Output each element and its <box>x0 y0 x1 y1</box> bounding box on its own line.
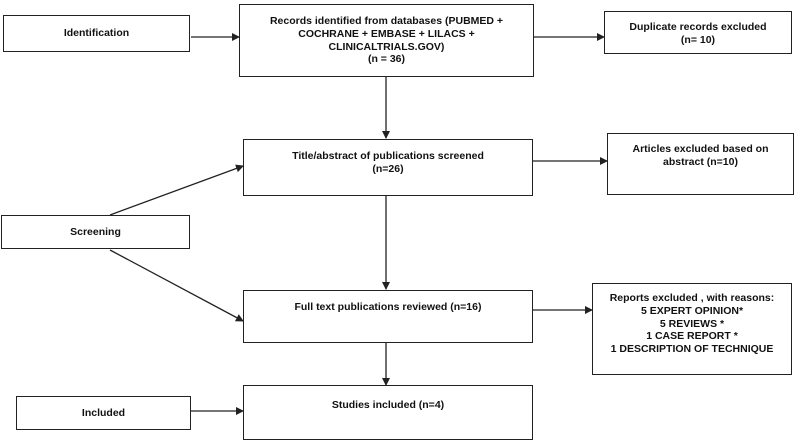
stage-included-label: Included <box>81 406 126 419</box>
stage-identification: Identification <box>3 15 190 52</box>
full-text-reviewed-box: Full text publications reviewed (n=16) <box>243 290 533 343</box>
arrow-screening-to-fulltext <box>109 249 244 322</box>
stage-included: Included <box>16 396 191 430</box>
studies-included-text: Studies included (n=4) <box>331 399 445 411</box>
reports-excluded-text: Reports excluded , with reasons: 5 EXPER… <box>609 292 775 356</box>
title-abstract-screened-box: Title/abstract of publications screened … <box>243 139 533 196</box>
records-identified-text: Records identified from databases (PUBME… <box>269 15 504 66</box>
studies-included-box: Studies included (n=4) <box>243 385 533 440</box>
duplicates-excluded-text: Duplicate records excluded (n= 10) <box>629 21 767 46</box>
full-text-reviewed-text: Full text publications reviewed (n=16) <box>294 301 482 313</box>
duplicates-excluded-box: Duplicate records excluded (n= 10) <box>604 11 792 54</box>
title-abstract-screened-text: Title/abstract of publications screened … <box>292 150 484 175</box>
records-identified-box: Records identified from databases (PUBME… <box>239 4 534 77</box>
arrow-screening-to-screened <box>109 164 244 216</box>
stage-screening: Screening <box>1 215 190 249</box>
reports-excluded-box: Reports excluded , with reasons: 5 EXPER… <box>592 283 792 375</box>
excluded-abstract-text: Articles excluded based on abstract (n=1… <box>632 143 769 168</box>
stage-screening-label: Screening <box>70 225 121 238</box>
excluded-abstract-box: Articles excluded based on abstract (n=1… <box>607 133 794 195</box>
stage-identification-label: Identification <box>63 27 130 40</box>
